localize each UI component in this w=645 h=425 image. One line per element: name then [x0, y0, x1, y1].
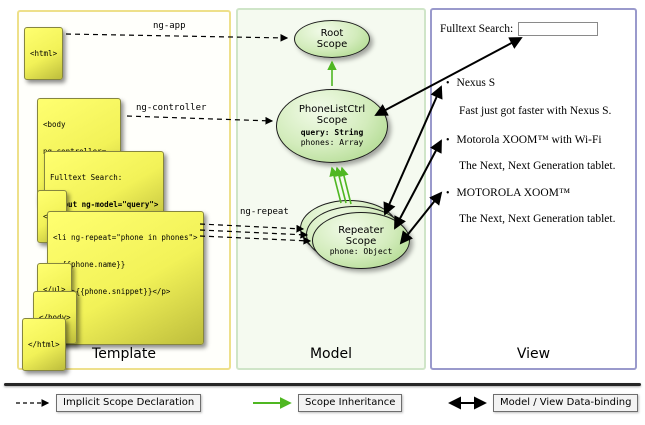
- view-search-label: Fulltext Search:: [440, 23, 514, 35]
- code-line: {{phone.name}}: [53, 260, 126, 269]
- legend-implicit-label: Implicit Scope Declaration: [56, 394, 202, 412]
- root-scope-title: Root Scope: [316, 28, 348, 50]
- template-panel-label: Template: [92, 346, 156, 362]
- code-line: </ul>: [43, 285, 66, 294]
- view-item-title-text: Nexus S: [456, 77, 496, 89]
- view-item-desc: Fast just got faster with Nexus S.: [459, 105, 612, 117]
- code-line: <li ng-repeat="phone in phones">: [53, 233, 198, 242]
- view-search-input[interactable]: [518, 22, 599, 36]
- view-item-desc: The Next, Next Generation tablet.: [459, 213, 616, 225]
- root-scope-node: Root Scope: [294, 20, 370, 58]
- legend-inheritance-label: Scope Inheritance: [298, 394, 403, 412]
- view-search-row: Fulltext Search:: [440, 22, 599, 36]
- model-panel: Model: [236, 8, 426, 370]
- view-panel-label: View: [516, 346, 551, 362]
- view-item-title: • Nexus S: [446, 77, 495, 89]
- code-html-open: <html>: [24, 27, 64, 80]
- ng-app-label: ng-app: [153, 21, 186, 31]
- code-html-close: </html>: [22, 318, 66, 371]
- phonelistctrl-scope-title: PhoneListCtrl Scope: [298, 104, 366, 126]
- model-panel-label: Model: [309, 346, 353, 362]
- code-line: </body>: [39, 313, 71, 322]
- legend-binding-label: Model / View Data-binding: [493, 394, 639, 412]
- bullet-icon: •: [446, 188, 450, 199]
- view-item-title-text: Motorola XOOM™ with Wi-Fi: [456, 134, 602, 146]
- code-line: <body: [43, 120, 66, 129]
- bullet-icon: •: [446, 135, 450, 146]
- code-line: <p>{{phone.snippet}}</p>: [53, 287, 171, 296]
- ng-repeat-label: ng-repeat: [240, 207, 289, 217]
- view-item-title-text: MOTOROLA XOOM™: [456, 187, 571, 199]
- scope-prop-phones: phones: Array: [300, 138, 364, 147]
- ng-controller-label: ng-controller: [136, 103, 207, 113]
- view-item-title: • MOTOROLA XOOM™: [446, 187, 570, 199]
- code-line: Fulltext Search:: [50, 173, 123, 182]
- view-item-title: • Motorola XOOM™ with Wi-Fi: [446, 134, 602, 146]
- scope-prop-phone: phone: Object: [329, 246, 393, 256]
- legend-separator: [4, 383, 641, 386]
- code-line: <html>: [30, 49, 58, 58]
- repeater-scope-title: Repeater Scope: [338, 224, 384, 247]
- repeater-scope-node: Repeater Scope phone: Object: [312, 212, 410, 269]
- code-line: </html>: [28, 340, 60, 349]
- phonelistctrl-scope-node: PhoneListCtrl Scope query: String phones…: [276, 89, 388, 163]
- view-item-desc: The Next, Next Generation tablet.: [459, 160, 616, 172]
- bullet-icon: •: [446, 78, 450, 89]
- scope-prop-query: query: String: [300, 128, 364, 137]
